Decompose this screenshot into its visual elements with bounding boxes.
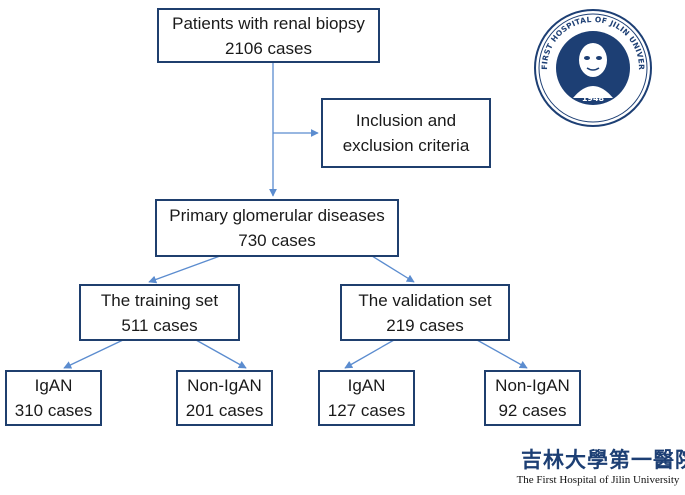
arrow-primary-to-training (148, 255, 221, 284)
patients-count: 2106 cases (225, 38, 312, 58)
training-igan-label: IgAN (34, 376, 73, 395)
validation-igan-count: 127 cases (327, 401, 406, 420)
training-node: The training set 511 cases (79, 284, 240, 341)
primary-label: Primary glomerular diseases (169, 206, 385, 225)
criteria-label-line2: exclusion criteria (342, 136, 470, 155)
patients-label: Patients with renal biopsy (172, 13, 365, 33)
validation-node: The validation set 219 cases (340, 284, 510, 341)
training-nonigan-count: 201 cases (185, 401, 264, 420)
training-igan-node: IgAN 310 cases (5, 370, 102, 426)
arrow-validation-to-igan (344, 339, 395, 369)
primary-node: Primary glomerular diseases 730 cases (155, 199, 399, 257)
arrow-primary-to-validation (371, 255, 415, 283)
validation-igan-node: IgAN 127 cases (318, 370, 415, 426)
validation-igan-label: IgAN (347, 376, 386, 395)
hospital-name-english: The First Hospital of Jilin University (516, 474, 680, 486)
arrow-training-to-nonigan (195, 339, 247, 369)
training-label: The training set (100, 290, 219, 310)
validation-nonigan-node: Non-IgAN 92 cases (484, 370, 581, 426)
validation-nonigan-label: Non-IgAN (495, 376, 570, 395)
validation-count: 219 cases (386, 315, 464, 335)
patients-node: Patients with renal biopsy 2106 cases (157, 8, 380, 63)
seal-year: 1948 (582, 94, 605, 103)
criteria-label-line1: Inclusion and (355, 111, 457, 130)
validation-label: The validation set (358, 290, 492, 310)
hospital-seal-logo: THE FIRST HOSPITAL OF JILIN UNIVERSITY 1… (533, 8, 652, 127)
hospital-name-chinese: 吉林大學第一醫院 (521, 447, 685, 472)
training-count: 511 cases (121, 315, 198, 335)
training-igan-count: 310 cases (14, 401, 93, 420)
primary-count: 730 cases (238, 231, 316, 250)
training-nonigan-node: Non-IgAN 201 cases (176, 370, 273, 426)
arrow-training-to-igan (63, 339, 124, 369)
validation-nonigan-count: 92 cases (498, 401, 567, 420)
arrow-validation-to-nonigan (476, 339, 528, 369)
training-nonigan-label: Non-IgAN (187, 376, 262, 395)
criteria-node: Inclusion and exclusion criteria (321, 98, 491, 168)
